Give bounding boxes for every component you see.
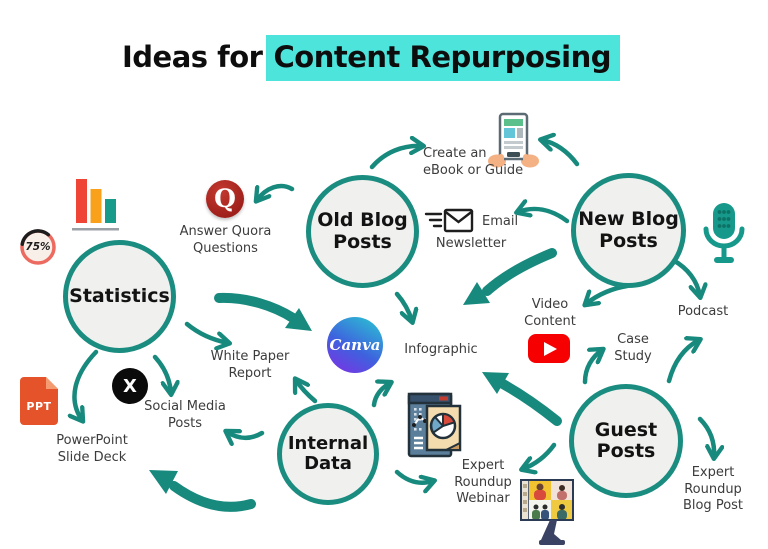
youtube-icon [528,334,570,363]
x-twitter-icon: X [112,368,148,404]
podcast-mic-icon [703,203,745,263]
arrow-guest-to-webinar-icon [523,442,557,469]
node-old-blog-posts: Old Blog Posts [306,175,419,288]
bar-chart-icon [72,179,119,231]
ppt-file-icon: PPT [20,377,58,425]
title-highlight: Content Repurposing [265,35,620,81]
ppt-label: PPT [26,400,52,413]
email-newsletter-icon [424,208,474,233]
arrow-internal-to-whitepaper [296,380,318,404]
arrow-oldblog-to-infographic [394,291,412,321]
node-guest-posts: Guest Posts [569,384,683,498]
label-video-content: Video Content [524,297,576,329]
label-podcast: Podcast [677,304,729,319]
label-expert-roundup-webinar: Expert Roundup Webinar [454,458,512,507]
email-newsletter-item: Email Newsletter [424,207,518,251]
ebook-tablet-icon [488,112,539,168]
ppt-file-shape [20,377,58,425]
arrow-guest-to-center [482,372,562,426]
arrow-oldblog-to-ebook [369,146,422,170]
arrow-statistics-to-whitepaper [184,321,228,343]
canva-wordmark: Canva [329,336,381,354]
arrow-internal-to-left [149,470,256,512]
arrow-internal-to-infographic [371,383,390,408]
gauge-75-icon: 75% [17,226,59,268]
label-powerpoint: PowerPoint Slide Deck [56,433,128,465]
label-answer-quora: Answer Quora Questions [179,224,272,256]
arrow-newblog-to-podcast [670,257,700,296]
arrow-statistics-to-social [152,354,171,393]
label-email-line1: Email [482,213,519,229]
arrow-newblog-to-ebook [542,140,580,167]
arrow-statistics-to-center [214,292,312,331]
arrow-guest-to-podcast [666,340,699,384]
quora-letter: Q [214,183,236,213]
title-prefix: Ideas for [122,40,263,74]
label-ebook: Create an eBook or Guide [423,146,524,178]
arrow-newblog-to-video [586,283,630,304]
arrow-oldblog-to-quora [257,183,295,200]
node-statistics: Statistics [63,240,176,353]
label-case-study: Case Study [614,332,652,364]
x-letter: X [123,375,137,397]
play-icon [544,341,557,356]
canva-logo: Canva [327,317,383,373]
arrow-internal-to-social [227,432,265,438]
label-social-media: Social Media Posts [144,399,226,431]
label-white-paper: White Paper Report [210,349,290,381]
quora-icon: Q [206,180,244,218]
arrow-guest-to-roundupblog [697,416,714,457]
arrow-internal-to-webinar [394,469,433,483]
label-expert-roundup-blog: Expert Roundup Blog Post [682,465,744,514]
node-new-blog-posts: New Blog Posts [571,173,686,288]
arrow-statistics-to-powerpoint [74,349,99,420]
gauge-ring [20,229,56,265]
node-internal-data: Internal Data [277,403,379,505]
webinar-videocall-icon [520,479,574,545]
arrow-newblog-to-email [518,209,570,224]
label-email-line2: Newsletter [435,236,507,251]
label-infographic: Infographic [404,342,478,357]
chart-document-icon [407,392,462,458]
gauge-value: 75% [25,241,51,253]
